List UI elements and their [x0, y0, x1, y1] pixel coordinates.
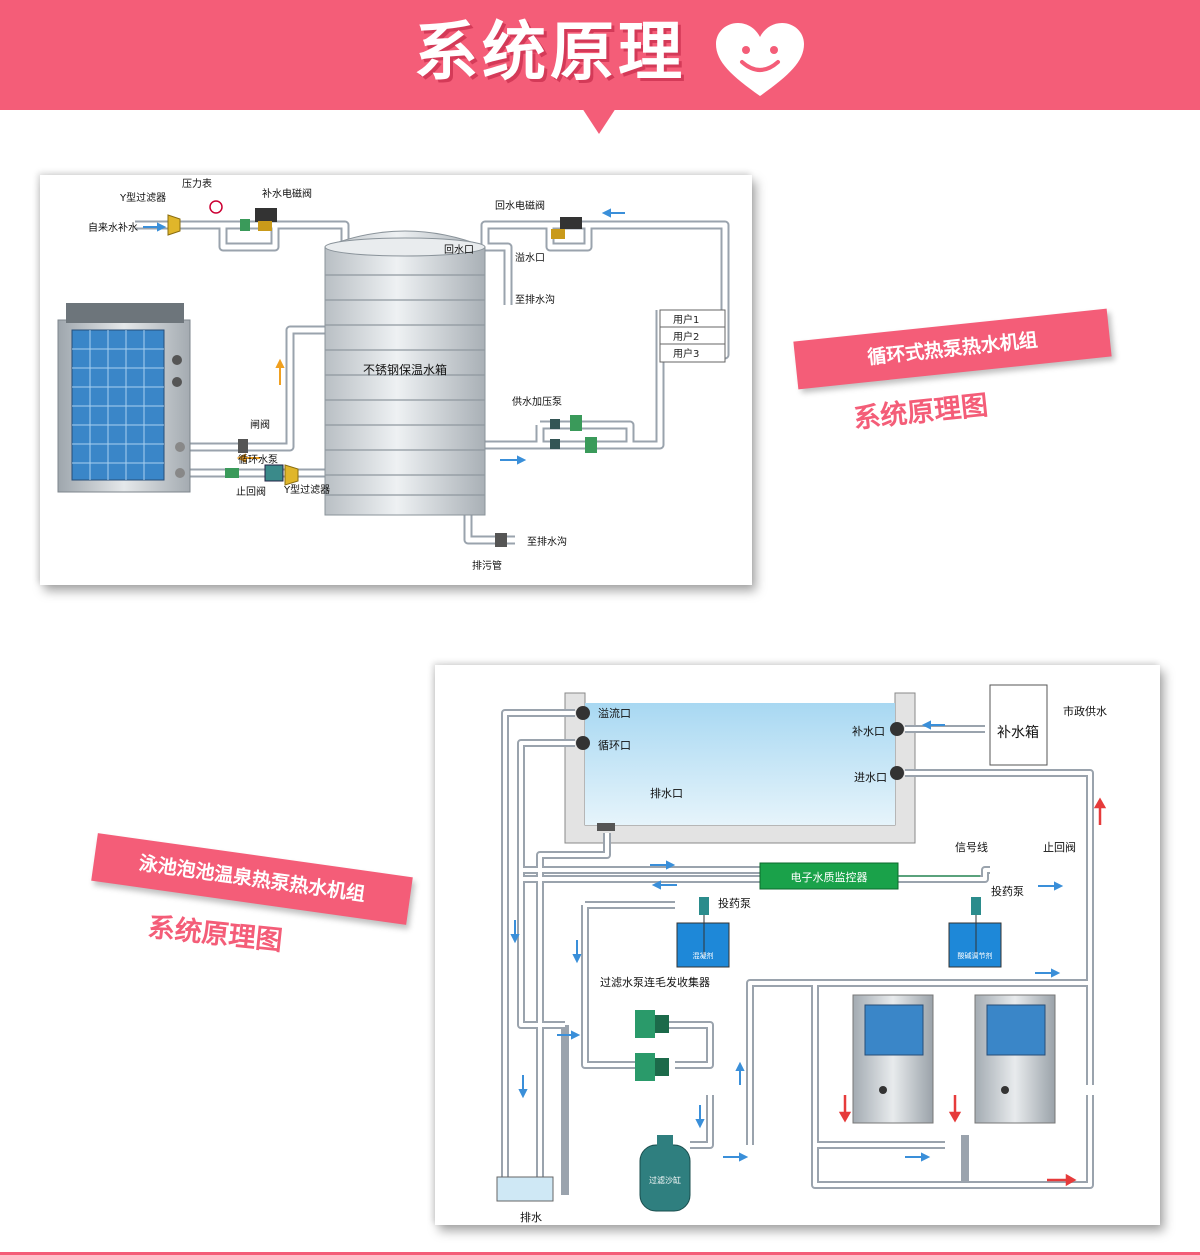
- to-drain-bottom-label: 至排水沟: [527, 535, 567, 548]
- tap-water-label: 自来水补水: [88, 221, 138, 234]
- filter-pumps: [635, 1010, 669, 1081]
- page-title: 系统原理: [414, 16, 686, 90]
- circulating-system-diagram: 用户1 用户2 用户3 不锈钢保温水箱: [57, 177, 730, 572]
- ribbon-circulating: 循环式热泵热水机组: [793, 308, 1112, 390]
- sewage-label: 排污管: [472, 559, 502, 572]
- pool-flow-arrows: [510, 720, 1064, 1162]
- sand-filter-tank: 过滤沙缸: [639, 1135, 691, 1212]
- filter-pump-label: 过滤水泵连毛发收集器: [600, 975, 710, 989]
- tank-label: 不锈钢保温水箱: [363, 362, 447, 377]
- y-filter-bottom-label: Y型过滤器: [283, 483, 330, 496]
- flow-arrows: [143, 208, 625, 465]
- inlet-port-label: 进水口: [854, 771, 887, 784]
- return-inlet-label: 回水口: [444, 244, 474, 256]
- pool-hot-arrows: [838, 797, 1107, 1187]
- fittings: [167, 200, 597, 547]
- pool-basin: [564, 692, 916, 844]
- return-valve-label: 回水电磁阀: [495, 199, 545, 212]
- heat-pump-unit: [57, 303, 191, 493]
- sand-tank-label: 过滤沙缸: [649, 1175, 681, 1185]
- y-filter-top-label: Y型过滤器: [119, 191, 166, 204]
- bottom-divider: [0, 1252, 1200, 1255]
- pool-heat-pump-2: [974, 994, 1056, 1124]
- pressure-gauge-label: 压力表: [182, 177, 212, 190]
- dosing-pump-right-label: 投药泵: [991, 884, 1024, 898]
- gate-valve-label: 闸阀: [250, 418, 270, 431]
- water-quality-monitor: 电子水质监控器: [759, 862, 980, 890]
- stainless-water-tank: 不锈钢保温水箱: [324, 230, 486, 516]
- coagulant-label: 混凝剂: [693, 951, 714, 960]
- user1-label: 用户1: [673, 313, 699, 326]
- diagram-card-pool: 补水箱 电子水质监控器 混凝剂 酸碱调节剂 过滤沙缸: [435, 665, 1160, 1225]
- drain-port-label: 排水口: [650, 786, 683, 800]
- to-drain-top-label: 至排水沟: [515, 293, 555, 306]
- pool-heat-pump-1: [852, 994, 934, 1124]
- check-valve-label: 止回阀: [1043, 840, 1076, 854]
- user2-label: 用户2: [673, 330, 699, 343]
- ribbon-pool: 泳池泡池温泉热泵热水机组: [91, 833, 413, 925]
- check-valve-label: 止回阀: [236, 485, 266, 498]
- overflow-label: 溢流口: [598, 706, 631, 720]
- drain-basin: [496, 1176, 554, 1202]
- header-notch: [582, 108, 616, 134]
- circulation-label: 循环口: [598, 739, 631, 752]
- hot-flow-arrows: [236, 358, 285, 463]
- makeup-port-label: 补水口: [852, 725, 885, 738]
- user3-label: 用户3: [673, 347, 699, 360]
- signal-line-label: 信号线: [955, 840, 988, 854]
- drain-label: 排水: [520, 1210, 542, 1224]
- user-outlets: 用户1 用户2 用户3: [659, 309, 726, 363]
- makeup-tank: 补水箱: [989, 684, 1048, 766]
- city-water-label: 市政供水: [1063, 704, 1107, 718]
- diagram-card-circulating: 用户1 用户2 用户3 不锈钢保温水箱: [40, 175, 752, 585]
- subtitle-circulating: 系统原理图: [852, 390, 990, 435]
- ph-regulator-label: 酸碱调节剂: [958, 951, 993, 960]
- makeup-box-label: 补水箱: [997, 725, 1039, 741]
- monitor-label: 电子水质监控器: [791, 870, 868, 884]
- dosing-tanks: 混凝剂 酸碱调节剂: [676, 897, 1002, 968]
- overflow-label: 溢水口: [515, 251, 545, 264]
- pool-system-diagram: 补水箱 电子水质监控器 混凝剂 酸碱调节剂 过滤沙缸: [496, 684, 1107, 1224]
- makeup-valve-label: 补水电磁阀: [262, 187, 312, 200]
- smiley-heart-icon: [716, 23, 804, 96]
- supply-pump-label: 供水加压泵: [512, 395, 562, 408]
- circ-pump-label: 循环水泵: [238, 453, 278, 466]
- header-banner: [0, 0, 1200, 110]
- dosing-pump-left-label: 投药泵: [718, 896, 751, 910]
- subtitle-pool: 系统原理图: [146, 912, 284, 957]
